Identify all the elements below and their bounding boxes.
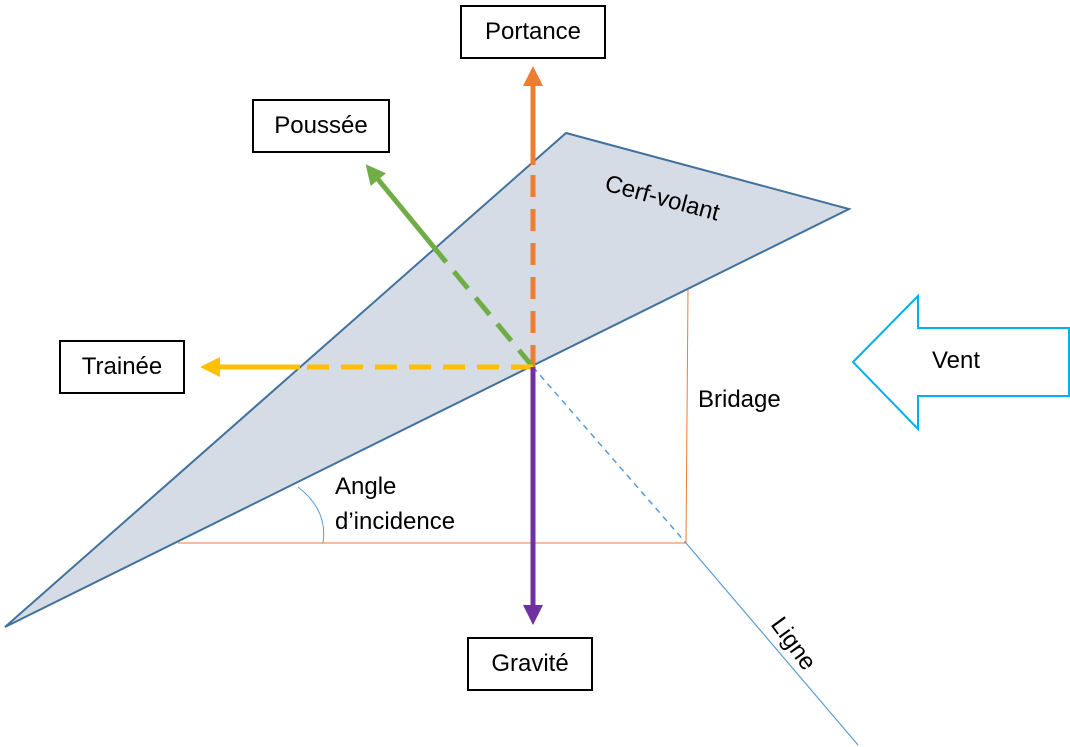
kite-line-dashed	[532, 366, 687, 544]
kite-line	[685, 542, 859, 746]
angle-incidence-label: Angle d’incidence	[335, 470, 455, 540]
kite-body	[4, 131, 852, 628]
poussee-dashed	[444, 260, 535, 369]
gravite-label: Gravité	[467, 637, 593, 691]
bridle-line	[685, 289, 689, 544]
wind-arrow	[851, 293, 1070, 432]
vent-label: Vent	[932, 347, 981, 374]
angle-arc	[297, 486, 325, 544]
portance-label: Portance	[460, 5, 606, 59]
poussee-arrow	[365, 164, 448, 264]
bridage-label: Bridage	[698, 386, 781, 413]
poussee-label: Poussée	[252, 99, 390, 153]
angle-label-line1: Angle	[335, 473, 397, 500]
angle-label-line2: d’incidence	[335, 507, 456, 535]
trainee-label: Trainée	[59, 340, 185, 394]
